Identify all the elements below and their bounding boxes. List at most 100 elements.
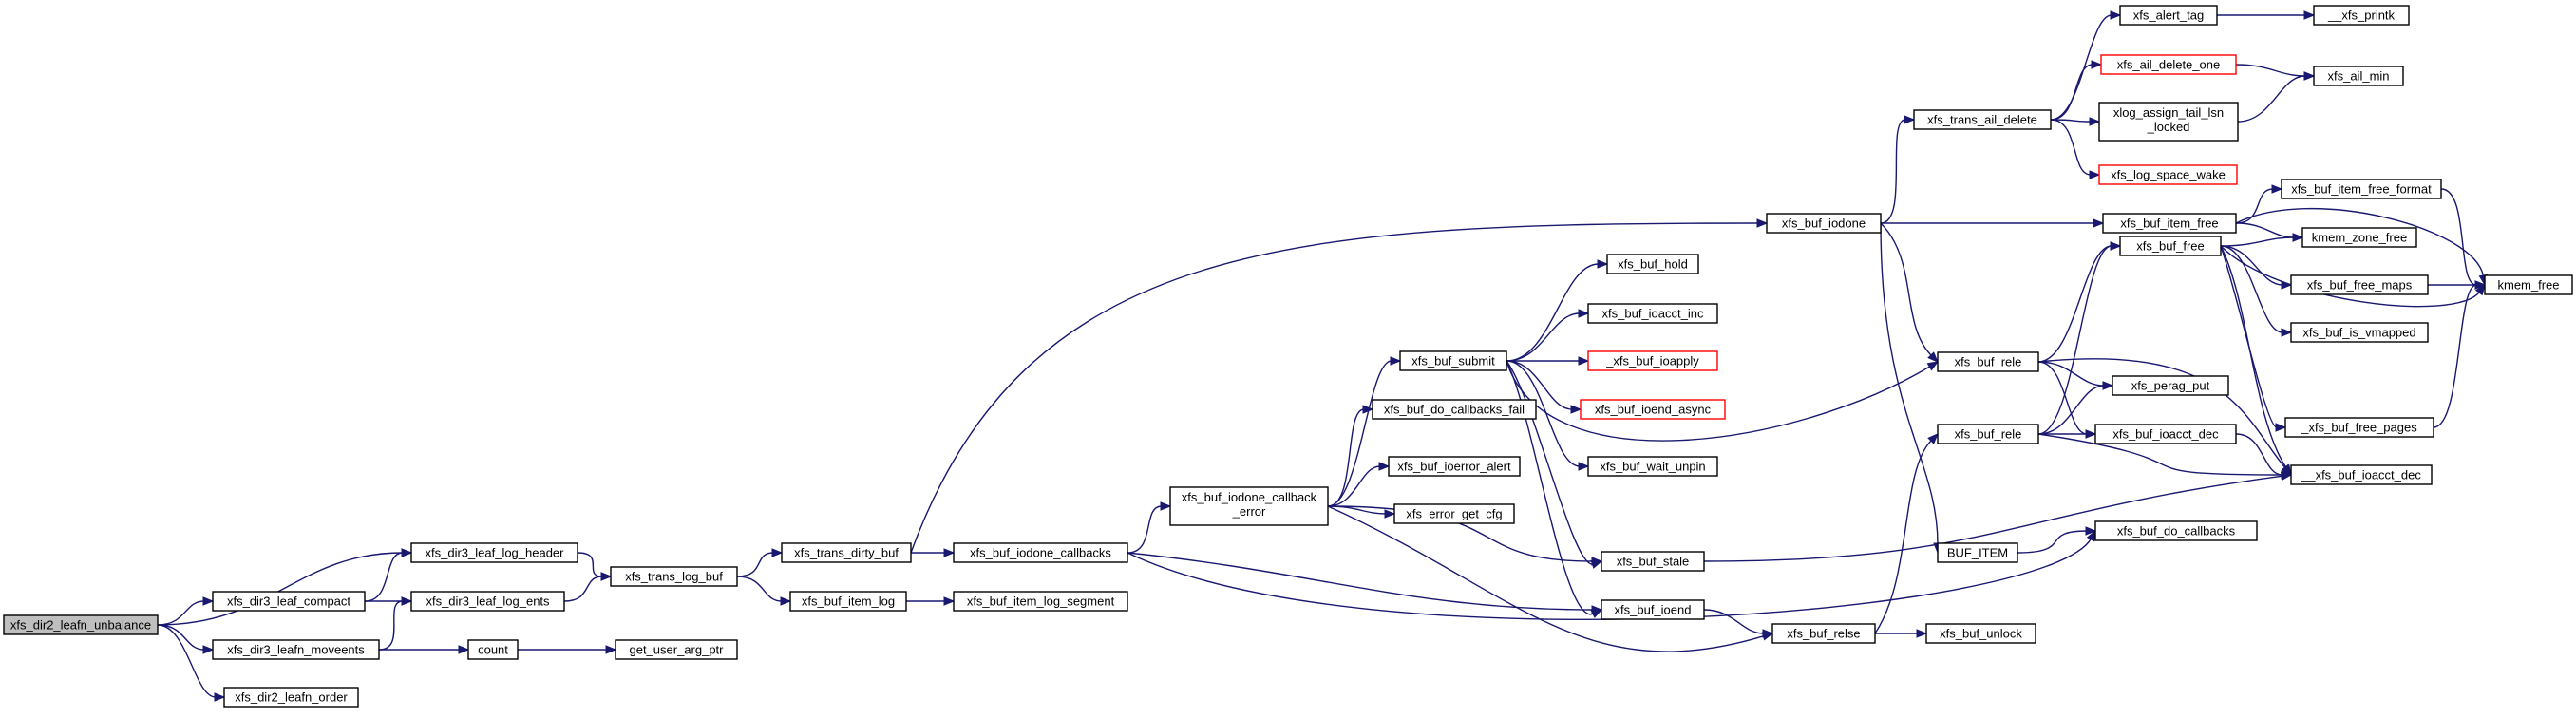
edge-xlog-assign-tail-lsn-to-ail-min xyxy=(2237,71,2316,123)
node-leaf-compact[interactable]: xfs_dir3_leaf_compact xyxy=(212,591,366,612)
node-buf-stale[interactable]: xfs_buf_stale xyxy=(1601,551,1705,572)
edge-arrowhead xyxy=(1927,351,1939,363)
node-buf-iodone-callbacks[interactable]: xfs_buf_iodone_callbacks xyxy=(953,542,1128,563)
node-xlog-assign-tail-lsn[interactable]: xlog_assign_tail_lsn_locked xyxy=(2098,102,2239,142)
node-xfs-printk[interactable]: __xfs_printk xyxy=(2313,5,2410,26)
node-buf-hold[interactable]: xfs_buf_hold xyxy=(1606,254,1699,274)
edge-line xyxy=(1327,465,1381,507)
node-buf-free-maps[interactable]: xfs_buf_free_maps xyxy=(2290,274,2429,295)
node-label: xfs_buf_iodone xyxy=(1782,217,1866,231)
node-label: BUF_ITEM xyxy=(1947,546,2008,560)
node-box xyxy=(2290,274,2429,295)
node-buf-do-callbacks-fail[interactable]: xfs_buf_do_callbacks_fail xyxy=(1372,399,1537,420)
node-buf-submit[interactable]: xfs_buf_submit xyxy=(1399,350,1507,371)
edge-line xyxy=(2050,119,2092,123)
edge-arrowhead xyxy=(2089,170,2101,180)
node-label: xfs_buf_item_free_format xyxy=(2291,182,2432,197)
node-BUF-ITEM[interactable]: BUF_ITEM xyxy=(1937,542,2018,563)
edge-buf-iodone-callbacks-to-buf-ioend xyxy=(1127,552,1603,614)
edge-buf-free-to-kmem-free xyxy=(2220,245,2486,308)
node-buf-ioapply[interactable]: _xfs_buf_ioapply xyxy=(1587,350,1718,371)
node-label: xfs_dir2_leafn_order xyxy=(235,690,348,705)
node-buf-relse[interactable]: xfs_buf_relse xyxy=(1771,623,1876,644)
node-box xyxy=(1937,424,2039,444)
edge-arrowhead xyxy=(2281,470,2293,480)
node-box xyxy=(1937,351,2039,372)
node-buf-rele-a[interactable]: xfs_buf_rele xyxy=(1937,351,2039,372)
edge-arrowhead xyxy=(1756,218,1769,228)
edge-arrowhead xyxy=(600,572,613,581)
node-box xyxy=(212,639,380,660)
node-kmem-zone-free[interactable]: kmem_zone_free xyxy=(2301,227,2417,248)
edge-buf-free-to-buf-is-vmapped xyxy=(2220,245,2293,337)
node-buf-free[interactable]: xfs_buf_free xyxy=(2119,236,2222,256)
node-box xyxy=(1372,399,1537,420)
node-box xyxy=(1580,399,1726,420)
node-get-user-arg-ptr[interactable]: get_user_arg_ptr xyxy=(615,639,738,660)
node-leafn-unbalance[interactable]: xfs_dir2_leafn_unbalance xyxy=(3,614,159,635)
edge-buf-free-to-kmem-zone-free xyxy=(2220,233,2304,247)
node-buf-item-log-segment[interactable]: xfs_buf_item_log_segment xyxy=(953,591,1128,612)
edge-arrowhead xyxy=(2303,10,2316,20)
edge-trans-log-buf-to-trans-dirty-buf xyxy=(736,548,784,577)
node-perag-put[interactable]: xfs_perag_put xyxy=(2112,375,2229,396)
node-buf-free-pages[interactable]: _xfs_buf_free_pages xyxy=(2284,417,2434,438)
edge-arrowhead xyxy=(1578,462,1590,471)
node-error-get-cfg[interactable]: xfs_error_get_cfg xyxy=(1393,503,1515,524)
edge-arrowhead xyxy=(2275,423,2287,432)
node-buf-iodone[interactable]: xfs_buf_iodone xyxy=(1766,213,1882,234)
edge-line xyxy=(2220,245,2283,333)
edge-arrowhead xyxy=(214,692,226,702)
node-leafn-moveents[interactable]: xfs_dir3_leafn_moveents xyxy=(212,639,380,660)
edge-line xyxy=(1506,360,1595,615)
node-leaf-log-header[interactable]: xfs_dir3_leaf_log_header xyxy=(410,542,578,563)
node-ail-delete-one[interactable]: xfs_ail_delete_one xyxy=(2100,54,2237,75)
node-trans-dirty-buf[interactable]: xfs_trans_dirty_buf xyxy=(781,542,912,563)
node-leaf-log-ents[interactable]: xfs_dir3_leaf_log_ents xyxy=(410,591,565,612)
node-trans-ail-delete[interactable]: xfs_trans_ail_delete xyxy=(1913,109,2052,130)
node-buf-item-log[interactable]: xfs_buf_item_log xyxy=(789,591,907,612)
node-buf-item-free[interactable]: xfs_buf_item_free xyxy=(2102,213,2237,234)
node-box xyxy=(615,639,738,660)
node-buf-is-vmapped[interactable]: xfs_buf_is_vmapped xyxy=(2290,322,2429,343)
edge-line xyxy=(2220,236,2295,247)
edge-arrowhead xyxy=(2474,280,2487,290)
node-buf-rele-b[interactable]: xfs_buf_rele xyxy=(1937,424,2039,444)
node-buf-iodone-callback-error[interactable]: xfs_buf_iodone_callback_error xyxy=(1169,486,1329,526)
edge-line xyxy=(1327,505,1594,562)
edge-leafn-unbalance-to-leafn-order xyxy=(157,624,226,702)
node-buf-wait-unpin[interactable]: xfs_buf_wait_unpin xyxy=(1587,456,1718,477)
node-buf-ioacct-inc[interactable]: xfs_buf_ioacct_inc xyxy=(1587,303,1718,324)
node-buf-ioacct-dec[interactable]: __xfs_buf_ioacct_dec xyxy=(2290,464,2433,485)
node-buf-ioacct-dec[interactable]: xfs_buf_ioacct_dec xyxy=(2094,424,2237,444)
node-box xyxy=(2290,464,2433,485)
node-buf-item-free-format[interactable]: xfs_buf_item_free_format xyxy=(2281,179,2442,199)
edge-buf-submit-to-buf-ioend-async xyxy=(1506,360,1582,414)
node-buf-ioend[interactable]: xfs_buf_ioend xyxy=(1601,599,1705,620)
node-alert-tag[interactable]: xfs_alert_tag xyxy=(2119,5,2218,26)
edge-buf-submit-to-buf-hold xyxy=(1506,259,1609,362)
node-buf-ioerror-alert[interactable]: xfs_buf_ioerror_alert xyxy=(1388,456,1521,477)
edge-arrowhead xyxy=(1904,115,1916,124)
edge-buf-rele-b-to-perag-put xyxy=(2037,381,2114,435)
edge-ail-delete-one-to-ail-min xyxy=(2235,64,2316,81)
edge-buf-iodone-to-buf-item-free xyxy=(1881,218,2105,228)
edge-line xyxy=(2050,64,2093,121)
call-edges xyxy=(157,10,2488,702)
edge-line xyxy=(157,600,205,626)
node-label: xfs_trans_log_buf xyxy=(625,570,723,584)
node-label: xfs_perag_put xyxy=(2131,379,2210,393)
node-log-space-wake[interactable]: xfs_log_space_wake xyxy=(2098,164,2238,185)
node-label: get_user_arg_ptr xyxy=(629,643,724,657)
node-buf-ioend-async[interactable]: xfs_buf_ioend_async xyxy=(1580,399,1726,420)
edge-line xyxy=(2220,245,2283,286)
node-kmem-free[interactable]: kmem_free xyxy=(2484,274,2573,295)
node-buf-unlock[interactable]: xfs_buf_unlock xyxy=(1925,623,2036,644)
node-ail-min[interactable]: xfs_ail_min xyxy=(2313,66,2404,86)
node-leafn-order[interactable]: xfs_dir2_leafn_order xyxy=(223,687,359,708)
node-box xyxy=(467,639,519,660)
node-trans-log-buf[interactable]: xfs_trans_log_buf xyxy=(610,566,738,587)
node-count[interactable]: count xyxy=(467,639,519,660)
edge-line xyxy=(2037,361,2105,387)
node-buf-do-callbacks[interactable]: xfs_buf_do_callbacks xyxy=(2094,520,2258,541)
